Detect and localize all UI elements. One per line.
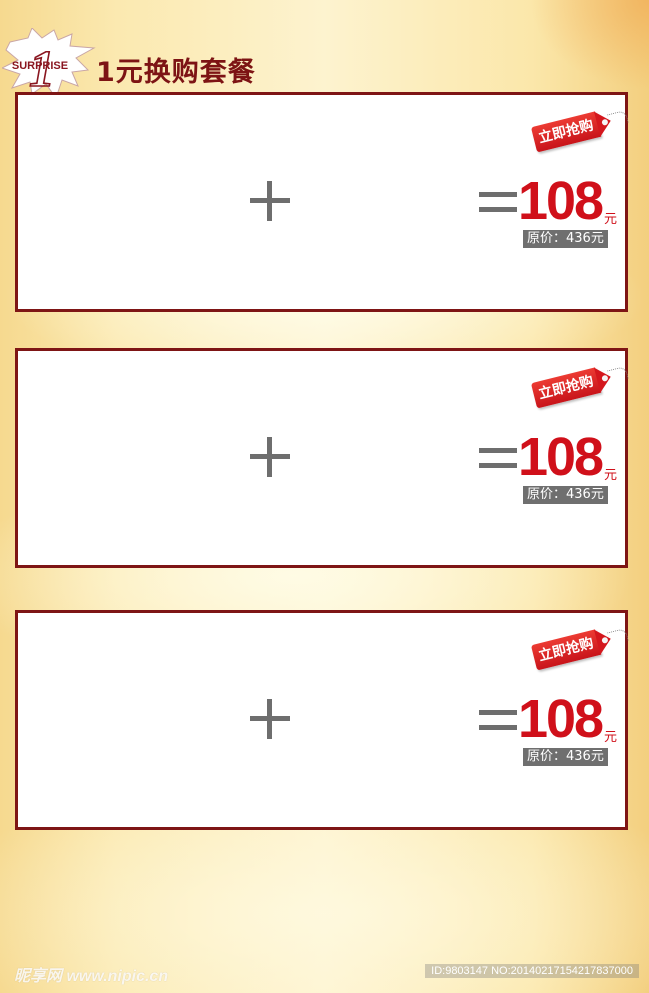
equals-icon (479, 710, 517, 730)
buy-now-tag[interactable]: 立即抢购 (525, 98, 632, 161)
package-price: 108 (517, 171, 604, 231)
equals-icon (479, 192, 517, 212)
package-price: 108 (517, 427, 604, 487)
tag-string (607, 627, 629, 646)
package-card-2: 立即抢购 108 元 原价：436元 (15, 348, 629, 568)
page-header: 1 SURPRISE 1元换购套餐 (0, 28, 649, 100)
surprise-label: SURPRISE (11, 60, 69, 72)
buy-now-tag[interactable]: 立即抢购 (525, 354, 632, 417)
tag-string (607, 365, 629, 384)
original-price: 原价：436元 (523, 748, 608, 766)
original-price: 原价：436元 (523, 486, 608, 504)
package-card-3: 立即抢购 108 元 原价：436元 (15, 610, 629, 830)
price-unit: 元 (604, 212, 618, 227)
buy-now-label: 立即抢购 (537, 117, 596, 147)
watermark-id: ID:9803147 NO:20140217154217837000 (425, 964, 639, 978)
plus-icon (250, 437, 290, 477)
price-unit: 元 (604, 468, 618, 483)
equals-icon (479, 448, 517, 468)
package-card-1: 立即抢购 108 元 原价：436元 (15, 92, 629, 312)
badge-number: 1 (29, 41, 55, 98)
buy-now-label: 立即抢购 (537, 635, 596, 665)
plus-icon (250, 181, 290, 221)
tag-string (607, 109, 629, 128)
price-unit: 元 (604, 730, 618, 745)
plus-icon (250, 699, 290, 739)
page-title: 1元换购套餐 (96, 57, 256, 88)
original-price: 原价：436元 (523, 230, 608, 248)
surprise-starburst-icon: 1 (2, 28, 96, 100)
buy-now-tag[interactable]: 立即抢购 (525, 616, 632, 679)
watermark-site: 昵享网 www.nipic.cn (14, 968, 169, 985)
package-price: 108 (517, 689, 604, 749)
corner-glow (529, 0, 649, 90)
buy-now-label: 立即抢购 (537, 373, 596, 403)
